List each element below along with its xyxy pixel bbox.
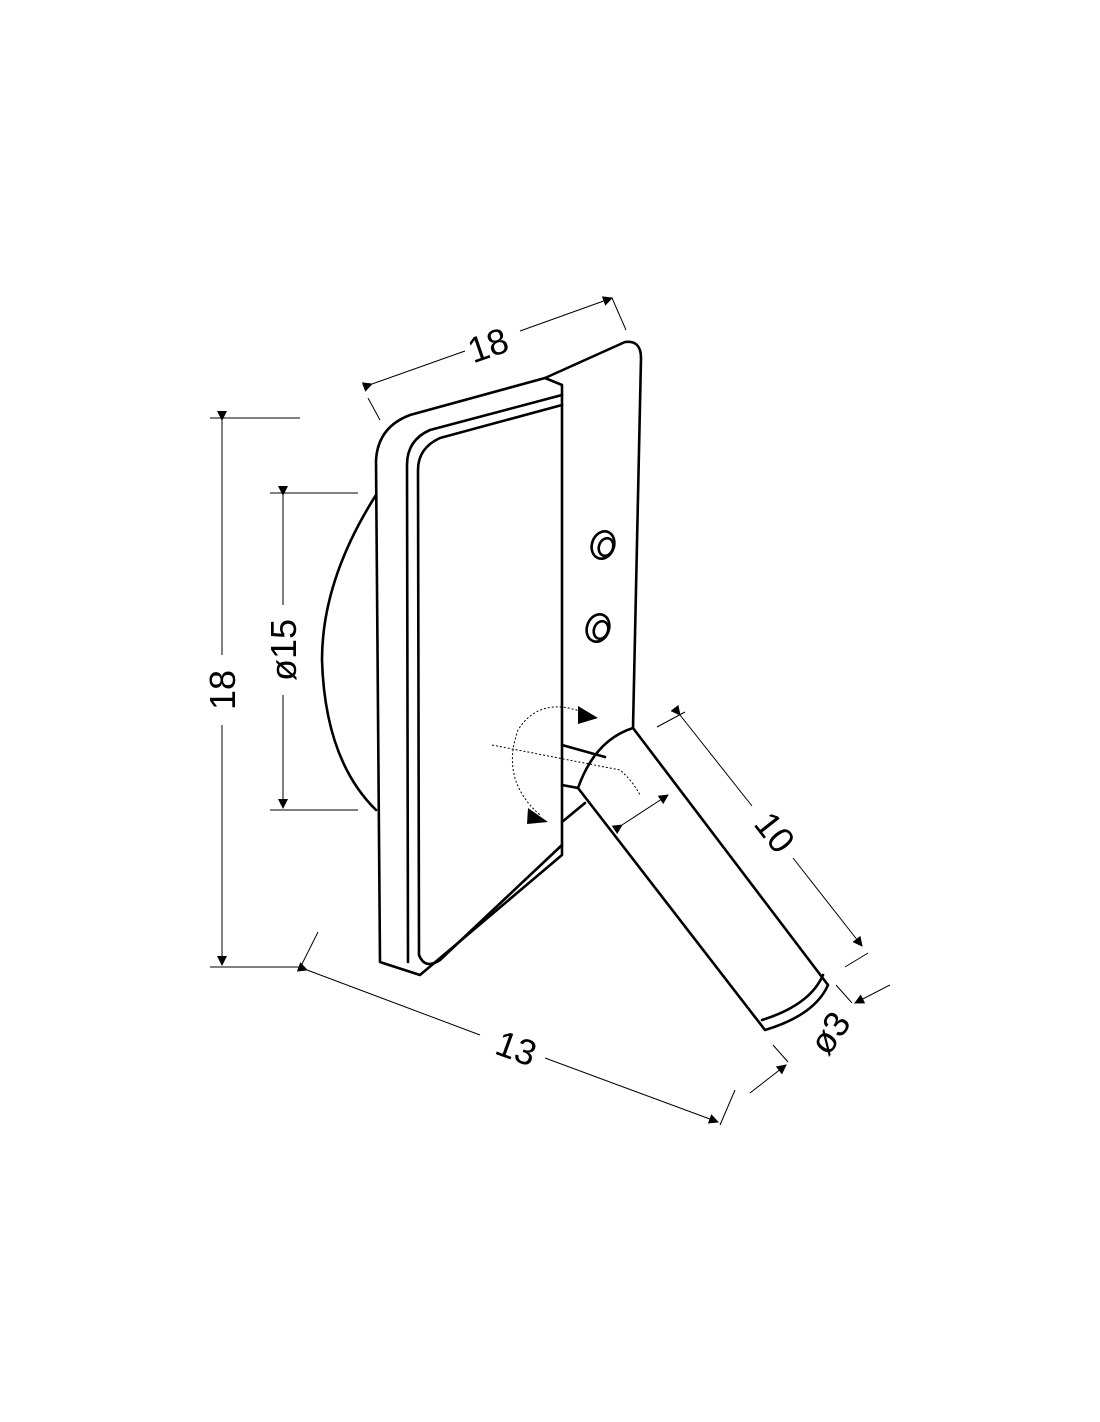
base-diameter-label: ø15 [263, 619, 304, 681]
depth-label: 13 [490, 1022, 542, 1074]
arm-diameter-label: ø3 [801, 1004, 859, 1062]
front-frame-outer [374, 376, 564, 977]
arm-diameter-dimension: ø3 [749, 984, 891, 1094]
arm-cylinder [576, 726, 830, 1032]
width-label: 18 [462, 319, 513, 371]
height-dimension: 18 [202, 411, 300, 968]
front-frame-inner [405, 393, 564, 964]
arm-end-cap [760, 973, 825, 1022]
rotation-arrowhead-top [578, 706, 598, 724]
height-label: 18 [202, 670, 243, 710]
back-plate [543, 340, 643, 730]
rotation-axis [491, 744, 641, 796]
depth-dimension: 13 [296, 931, 736, 1126]
arm-joint [560, 743, 607, 824]
rotation-arrow [511, 706, 586, 816]
front-panel [416, 403, 564, 966]
arm-diameter-inner-arrow [611, 794, 669, 835]
arm-length-dimension: 10 [656, 704, 869, 968]
dome-base [320, 493, 378, 812]
rotation-arrowhead-bottom [527, 808, 548, 824]
button-top [590, 530, 616, 560]
wall-lamp [320, 340, 830, 1032]
base-diameter-dimension: ø15 [263, 486, 358, 811]
button-bottom [585, 613, 611, 643]
arm-length-label: 10 [746, 804, 803, 861]
